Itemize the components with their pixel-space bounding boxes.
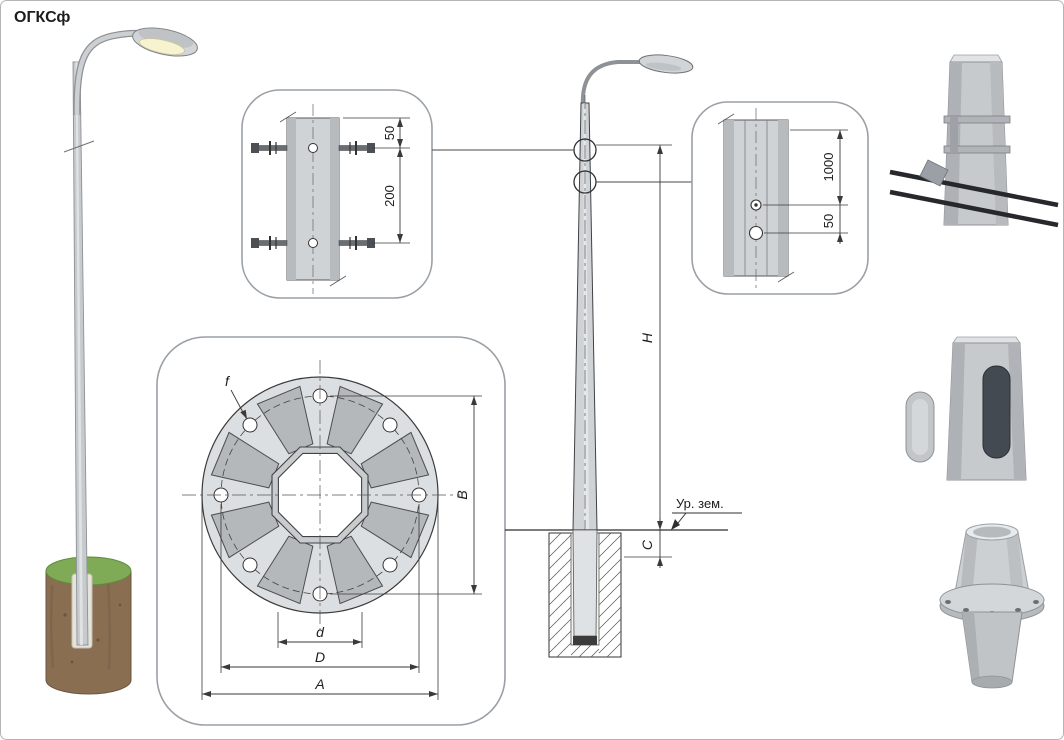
dim-label-C: C [639,539,655,550]
page-title: ОГКСф [14,9,70,26]
base-top-hollow [973,526,1011,538]
break-mark-bottom-2 [777,271,795,283]
hatching [548,532,622,658]
ground-level-label: Ур. зем. [676,496,724,511]
elevation-arm [580,60,645,109]
clamp-detail-view: 50 200 [241,89,433,299]
band-clamp-1 [943,115,1011,124]
dim-50-offset: 50 [764,205,848,244]
dim-clamp-200: 200 [372,148,410,244]
dim-label-200: 200 [382,185,397,207]
lamp-lens [139,38,185,55]
pole-bottom-plug [573,636,597,645]
render-flange-base [939,523,1045,689]
hole-detail-view: 1000 50 [691,101,869,295]
dim-B: B [330,395,482,595]
luminaire-3d [132,27,198,57]
pole-elevation-view: Ур. зем. H C [432,54,742,658]
dim-label-1000: 1000 [821,153,836,182]
foundation-3d [45,556,132,695]
dim-f-leader: f [225,373,247,419]
render-pole-top [889,54,1059,228]
ground-level-note: Ур. зем. [671,496,742,530]
elevation-luminaire [638,54,694,74]
pole-top-cap [949,54,1003,63]
dim-clamp-50: 50 [343,117,410,149]
door-opening [982,365,1011,459]
dim-d: d [277,612,363,648]
break-mark-top-2 [717,113,735,125]
band-clamp-2 [943,145,1011,154]
break-mark-top [279,111,297,123]
door-cover-face [912,399,928,455]
dim-label-50-offset: 50 [821,214,836,228]
break-mark-bottom [329,275,347,287]
dim-A: A [201,500,439,700]
clamp-bolt-upper [251,141,375,155]
drain-hole [748,225,764,241]
foundation-section [548,529,622,658]
dim-label-D: D [315,649,325,665]
base-bottom-rim [971,675,1013,689]
dim-label-A: A [314,676,324,692]
pole-3d-render [45,27,198,695]
render-access-door [905,336,1027,481]
dim-label-d: d [316,624,325,640]
pole-highlight [75,62,83,645]
clamp-connector [950,116,958,153]
dim-label-B: B [454,490,470,499]
embedded-pole-butt [572,529,598,637]
dim-1000: 1000 [763,129,848,206]
dim-C: C [624,518,672,568]
dim-D: D [220,504,420,673]
rod-bracket-cone [919,159,949,187]
pole-joint-mark [63,140,95,153]
flange-detail-view: f B d D [156,336,506,726]
dim-label-50: 50 [382,126,397,140]
dim-label-H: H [639,332,655,343]
cross-rod-1 [889,169,1059,208]
clamp-bolt-lower [251,236,375,250]
dim-label-f: f [225,373,231,389]
cross-rod-2 [889,189,1059,228]
